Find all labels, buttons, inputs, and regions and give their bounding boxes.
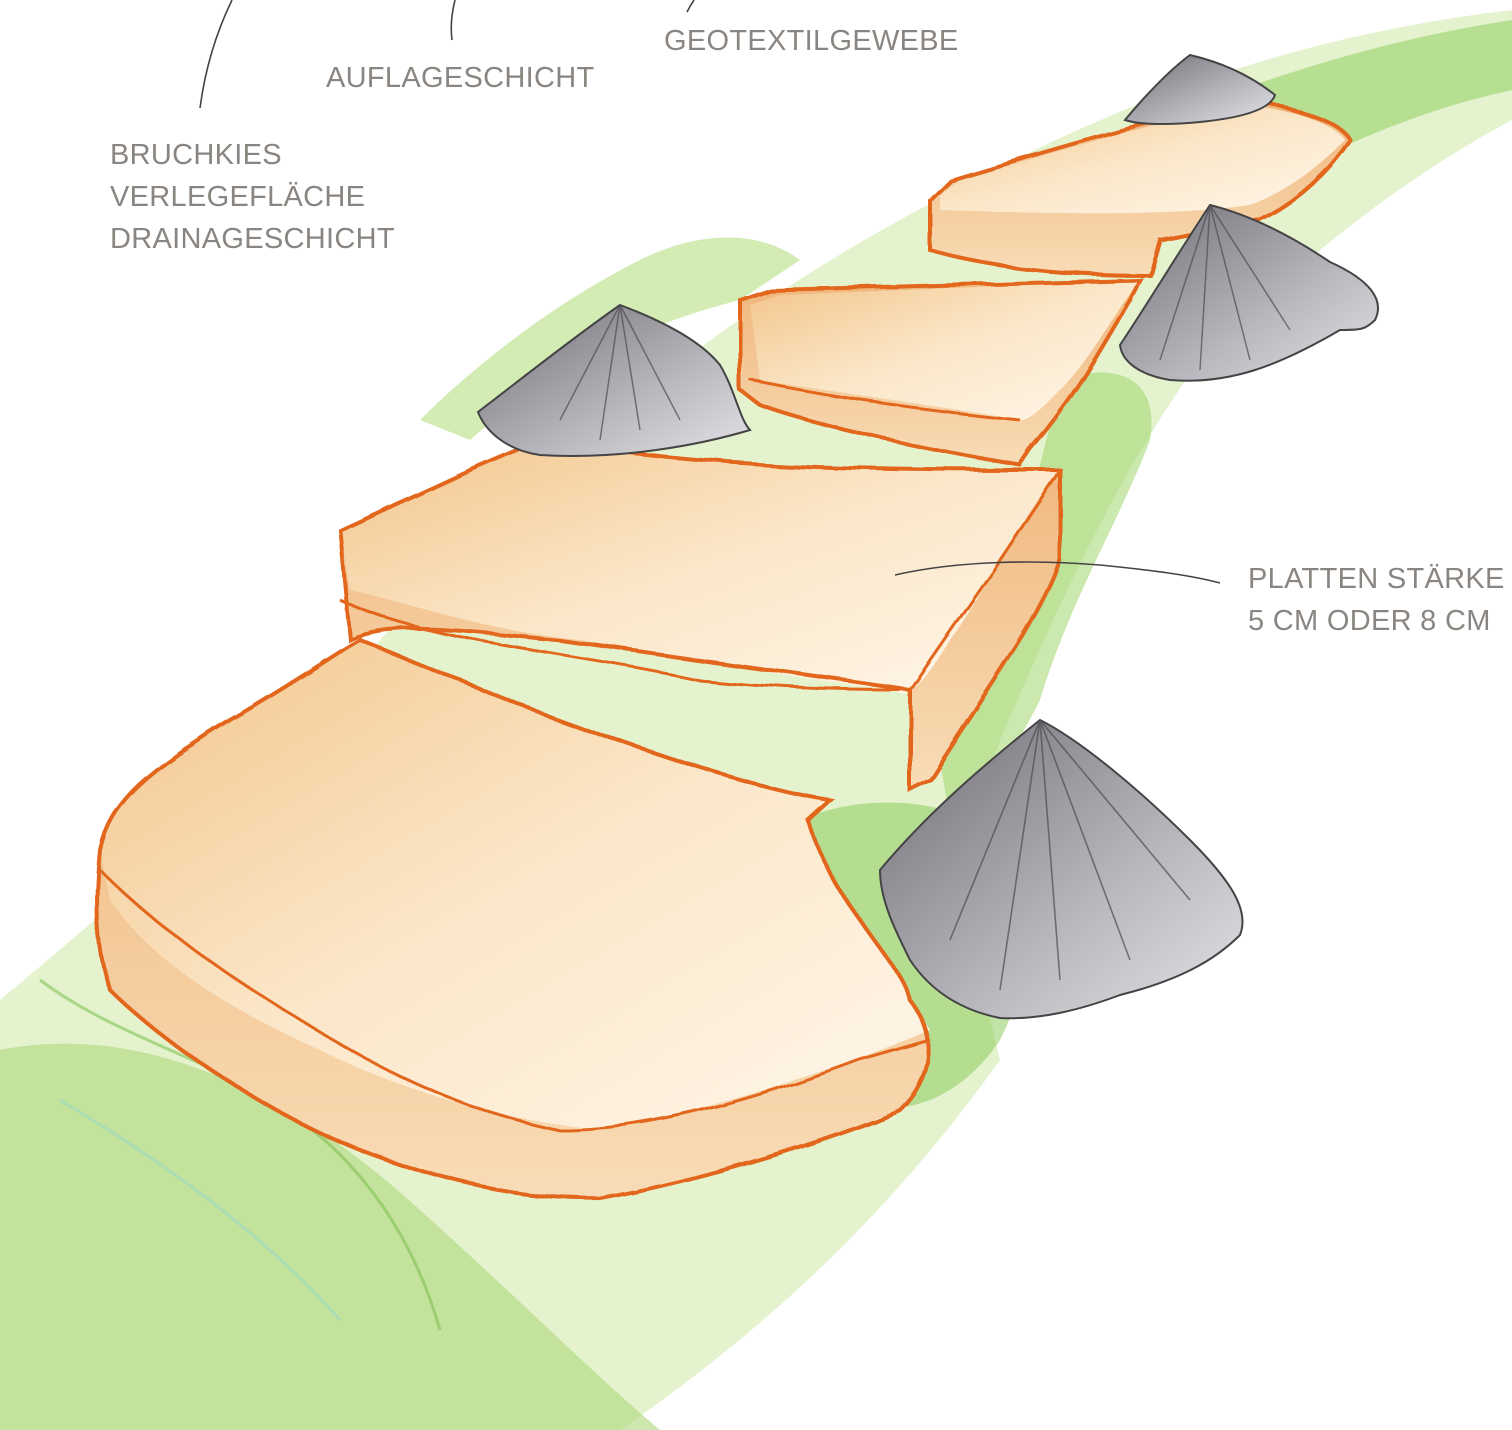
label-auflageschicht: AUFLAGESCHICHT	[326, 57, 594, 99]
label-plate-thickness: PLATTEN STÄRKE 5 CM ODER 8 CM	[1248, 558, 1505, 642]
stone-left	[478, 305, 750, 456]
label-platten-staerke: PLATTEN STÄRKE	[1248, 558, 1505, 600]
leader-line-bruchkies	[200, 0, 232, 108]
label-geotextilgewebe: GEOTEXTILGEWEBE	[664, 20, 959, 62]
label-drainageschicht: DRAINAGESCHICHT	[110, 218, 395, 260]
label-platten-size: 5 CM ODER 8 CM	[1248, 600, 1505, 642]
label-layer-stack: BRUCHKIES VERLEGEFLÄCHE DRAINAGESCHICHT	[110, 134, 395, 260]
leader-line-auflage	[451, 0, 455, 40]
label-bruchkies: BRUCHKIES	[110, 134, 395, 176]
leader-line-geotextil	[687, 0, 694, 12]
label-verlegeflaeche: VERLEGEFLÄCHE	[110, 176, 395, 218]
